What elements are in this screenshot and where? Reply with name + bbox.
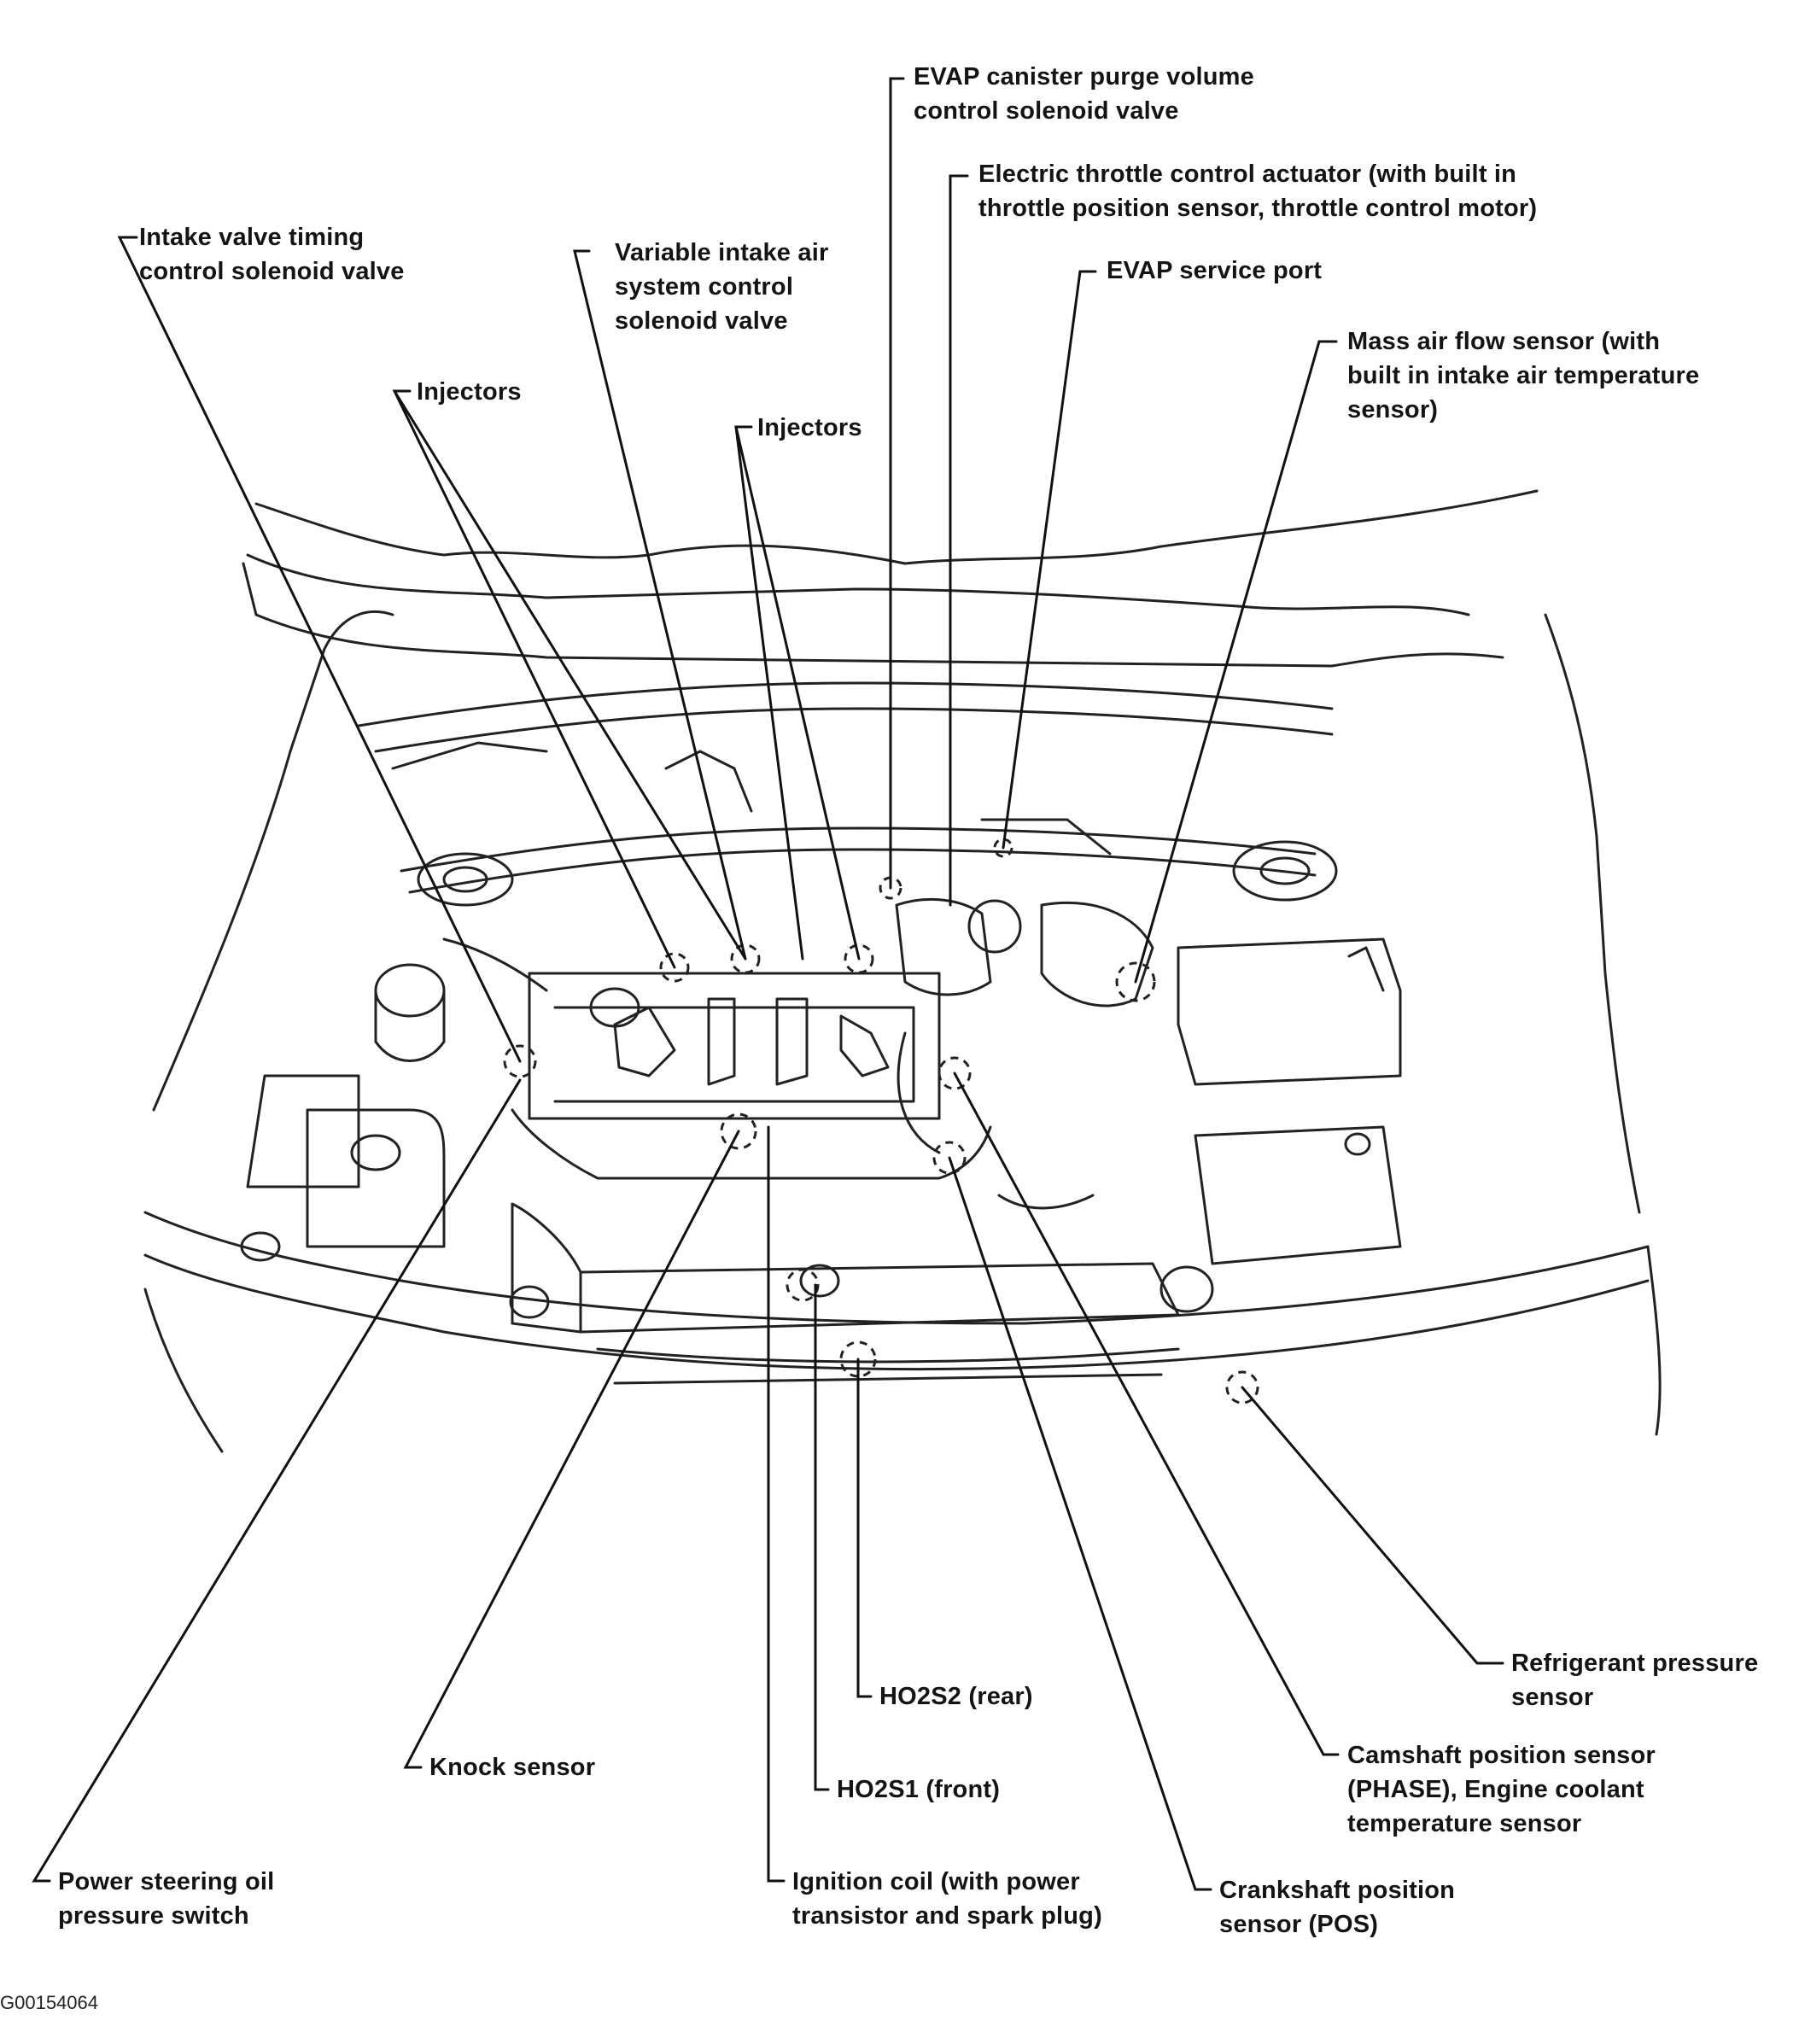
- leader-lines: [32, 77, 1504, 1891]
- leader-throttle: [949, 174, 969, 907]
- label-throttle-actuator: Electric throttle control actuator (with…: [978, 161, 1538, 222]
- leader-crankshaft: [948, 1156, 1212, 1891]
- label-mass-air-flow: Mass air flow sensor (with built in inta…: [1347, 328, 1700, 423]
- label-variable-intake: Variable intake air system control solen…: [615, 239, 829, 335]
- label-ignition-coil: Ignition coil (with power transistor and…: [792, 1868, 1102, 1930]
- leader-ho2s2: [856, 1358, 873, 1698]
- label-crankshaft-position: Crankshaft position sensor (POS): [1219, 1877, 1456, 1938]
- label-intake-valve-timing: Intake valve timing control solenoid val…: [139, 224, 405, 285]
- label-refrigerant-pressure: Refrigerant pressure sensor: [1511, 1650, 1759, 1711]
- label-power-steering: Power steering oil pressure switch: [58, 1868, 275, 1930]
- leader-refrigerant: [1241, 1386, 1504, 1665]
- leader-evap-purge: [889, 77, 905, 890]
- label-ho2s1: HO2S1 (front): [837, 1776, 1001, 1803]
- figure-id: G00154064: [0, 1992, 98, 2013]
- leader-ignition: [767, 1125, 786, 1883]
- label-knock-sensor: Knock sensor: [429, 1754, 596, 1781]
- label-injectors-right: Injectors: [757, 414, 862, 441]
- label-camshaft-position: Camshaft position sensor (PHASE), Engine…: [1347, 1742, 1656, 1837]
- leader-evap-port: [1002, 270, 1097, 850]
- label-evap-purge: EVAP canister purge volume control solen…: [914, 63, 1254, 125]
- leader-injectors-left: [392, 389, 676, 969]
- leader-var-intake: [573, 249, 747, 961]
- leader-ho2s1: [814, 1283, 830, 1791]
- leader-injectors-right: [734, 425, 861, 961]
- leader-ivt: [117, 236, 522, 1063]
- leader-maf: [1134, 340, 1338, 984]
- label-ho2s2: HO2S2 (rear): [879, 1683, 1033, 1710]
- engine-bay-drawing: [143, 489, 1662, 1453]
- leader-knock: [403, 1130, 740, 1769]
- label-injectors-left: Injectors: [417, 378, 522, 406]
- label-evap-service-port: EVAP service port: [1107, 257, 1323, 284]
- leader-ps: [32, 1078, 522, 1883]
- sensor-markers: [503, 838, 1259, 1405]
- leader-camshaft: [953, 1072, 1340, 1756]
